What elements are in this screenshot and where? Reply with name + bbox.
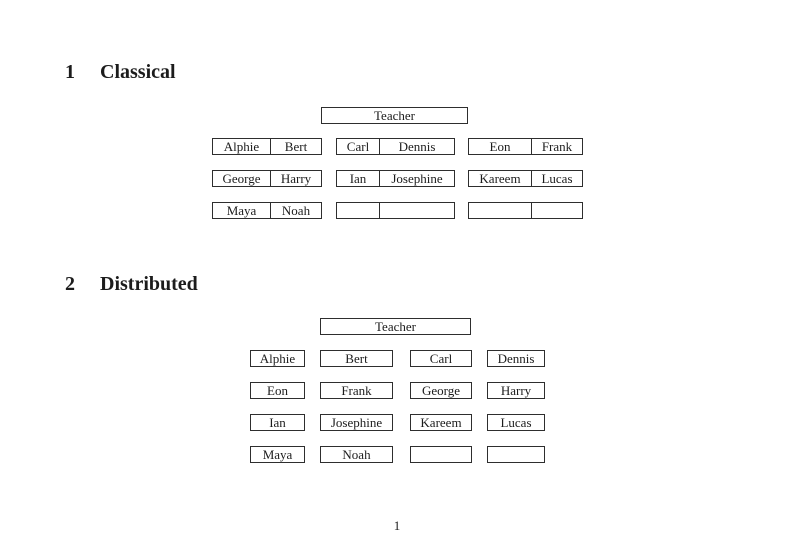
desk-single: Lucas: [487, 414, 545, 431]
desk-seat-right: Lucas: [541, 171, 573, 186]
desk-pair: Maya Noah: [212, 202, 322, 219]
desk-single: Dennis: [487, 350, 545, 367]
desk-single: Harry: [487, 382, 545, 399]
desk-pair: Kareem Lucas: [468, 170, 583, 187]
desk-seat-right: [380, 203, 454, 218]
desk-seat-right: [532, 203, 582, 218]
teacher-box-distributed: Teacher: [320, 318, 471, 335]
desk-seat-right: Frank: [541, 139, 573, 154]
desk-seat-left: [337, 203, 380, 218]
desk-single: Alphie: [250, 350, 305, 367]
desk-seat-right: Josephine: [391, 171, 443, 186]
teacher-label: Teacher: [375, 319, 416, 334]
desk-pair-empty: [336, 202, 455, 219]
section-heading-distributed: 2 Distributed: [65, 273, 198, 296]
teacher-box-classical: Teacher: [321, 107, 468, 124]
desk-single: Frank: [320, 382, 393, 399]
desk-single: Noah: [320, 446, 393, 463]
desk-pair: Carl Dennis: [336, 138, 455, 155]
desk-single-empty: [487, 446, 545, 463]
desk-seat-right: Dennis: [398, 139, 436, 154]
desk-single: Josephine: [320, 414, 393, 431]
desk-single-empty: [410, 446, 472, 463]
desk-single: Eon: [250, 382, 305, 399]
desk-single: Kareem: [410, 414, 472, 431]
desk-seat-left: Alphie: [213, 139, 271, 154]
teacher-label: Teacher: [374, 108, 415, 123]
desk-seat-left: Carl: [337, 139, 380, 154]
section-heading-classical: 1 Classical: [65, 61, 176, 84]
desk-seat-left: George: [213, 171, 271, 186]
section-title: Classical: [100, 61, 176, 83]
desk-pair: Alphie Bert: [212, 138, 322, 155]
desk-single: George: [410, 382, 472, 399]
desk-seat-left: [469, 203, 532, 218]
page-number: 1: [393, 518, 401, 533]
desk-single: Carl: [410, 350, 472, 367]
desk-seat-left: Maya: [213, 203, 271, 218]
desk-single: Maya: [250, 446, 305, 463]
desk-seat-right: Bert: [284, 139, 308, 154]
section-number: 2: [65, 273, 75, 295]
desk-seat-right: Harry: [280, 171, 312, 186]
desk-pair-empty: [468, 202, 583, 219]
desk-seat-left: Eon: [469, 139, 532, 154]
desk-pair: Ian Josephine: [336, 170, 455, 187]
desk-pair: George Harry: [212, 170, 322, 187]
desk-seat-left: Ian: [337, 171, 380, 186]
desk-single: Bert: [320, 350, 393, 367]
desk-pair: Eon Frank: [468, 138, 583, 155]
section-title: Distributed: [100, 273, 198, 295]
section-number: 1: [65, 61, 75, 83]
desk-seat-right: Noah: [281, 203, 311, 218]
desk-seat-left: Kareem: [469, 171, 532, 186]
desk-single: Ian: [250, 414, 305, 431]
